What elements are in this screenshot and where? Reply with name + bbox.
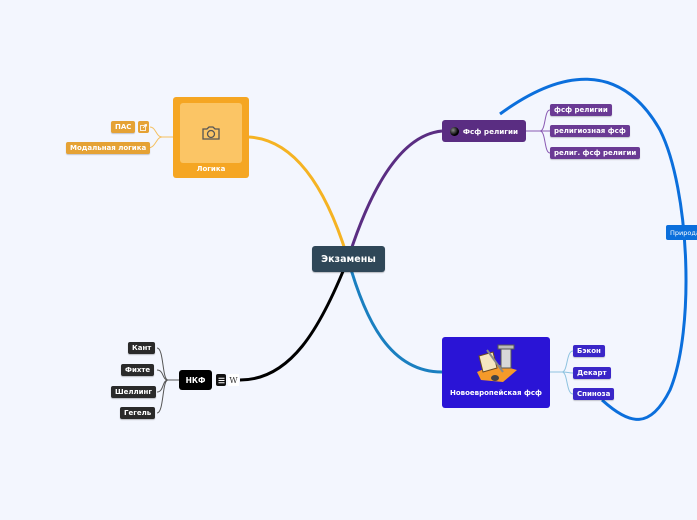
link-logic	[248, 135, 350, 260]
central-topic-label: Экзамены	[321, 253, 376, 265]
subtopic-label: Фихте	[125, 366, 151, 374]
subtopic-religion-1[interactable]: фсф религии	[550, 104, 612, 116]
subtopic-religion-3[interactable]: религ. фсф религии	[550, 147, 641, 159]
subtopic-label: Модальная логика	[70, 144, 147, 152]
subtopic-hegel[interactable]: Гегель	[120, 407, 156, 419]
subtopic-label: Декарт	[577, 369, 607, 377]
subtopic-bacon[interactable]: Бэкон	[573, 345, 605, 357]
subtopic-schelling[interactable]: Шеллинг	[111, 386, 157, 398]
link-religion-sub	[526, 109, 551, 154]
topic-nkf-label: НКФ	[185, 375, 206, 385]
subtopic-modal-logic[interactable]: Модальная логика	[66, 142, 151, 154]
link-nkf	[239, 258, 350, 382]
link-religion	[346, 129, 443, 260]
philosophy-clipart-icon	[473, 342, 519, 386]
subtopic-descartes[interactable]: Декарт	[573, 367, 611, 379]
central-topic[interactable]: Экзамены	[312, 246, 385, 272]
link-nkf-sub	[156, 347, 179, 414]
subtopic-label: фсф религии	[554, 106, 608, 114]
topic-logic-label: Логика	[196, 165, 226, 173]
subtopic-label: Кант	[132, 344, 152, 352]
wikipedia-icon[interactable]: W	[228, 374, 239, 386]
subtopic-label: Гегель	[124, 409, 152, 417]
topic-newage[interactable]: Новоевропейская фсф	[442, 337, 550, 408]
link-newage-sub	[550, 350, 574, 395]
subtopic-religion-2[interactable]: религиозная фсф	[550, 125, 630, 137]
relationship-label-text: Природа	[670, 228, 697, 237]
wikipedia-glyph: W	[229, 375, 238, 385]
topic-nkf[interactable]: НКФ	[179, 370, 212, 390]
subtopic-label: ПАС	[115, 123, 132, 131]
external-link-icon[interactable]	[138, 121, 149, 133]
relationship-label[interactable]: Природа	[666, 225, 697, 240]
link-logic-sub	[147, 126, 173, 149]
subtopic-fichte[interactable]: Фихте	[121, 364, 155, 376]
topic-religion[interactable]: Фсф религии	[442, 120, 526, 142]
black-ball-icon	[449, 126, 459, 136]
camera-icon	[180, 103, 242, 163]
topic-logic[interactable]: Логика	[173, 97, 249, 178]
subtopic-label: Спиноза	[577, 390, 611, 398]
subtopic-label: Бэкон	[577, 347, 601, 355]
subtopic-pas[interactable]: ПАС	[111, 121, 136, 133]
subtopic-label: религиозная фсф	[554, 127, 626, 135]
subtopic-label: религ. фсф религии	[554, 149, 637, 157]
subtopic-kant[interactable]: Кант	[128, 342, 156, 354]
topic-religion-label: Фсф религии	[462, 126, 519, 136]
link-newage	[346, 258, 443, 374]
topic-newage-label: Новоевропейская фсф	[450, 389, 542, 397]
subtopic-spinoza[interactable]: Спиноза	[573, 388, 615, 400]
notes-icon[interactable]	[216, 374, 226, 386]
subtopic-label: Шеллинг	[115, 388, 153, 396]
